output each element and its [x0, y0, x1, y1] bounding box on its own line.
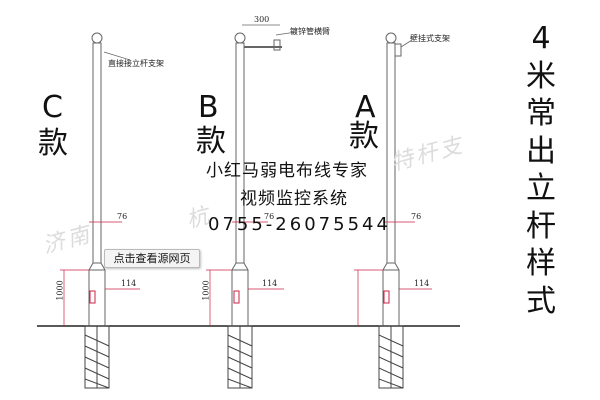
a-annotation: 壁挂式支架	[410, 34, 450, 43]
c-height-dim: 1000	[55, 280, 65, 301]
dimension-lines	[60, 221, 432, 326]
b-height-dim: 1000	[201, 280, 211, 301]
vertical-title-char: 杆	[526, 208, 556, 244]
vertical-title-char: 4	[531, 21, 551, 56]
a-annotation-leader	[400, 39, 413, 48]
b-annotation-leader	[275, 31, 297, 36]
pole-c	[84, 32, 110, 389]
vertical-title-char: 常	[526, 96, 556, 131]
pole-b	[227, 32, 282, 389]
c-annotation-leader	[103, 51, 131, 61]
c-annotation: 直接接立杆支架	[108, 59, 164, 68]
model-a-letter: A	[355, 90, 376, 125]
watermark-company: 小红马弱电布线专家	[206, 161, 368, 181]
model-b-letter: B	[198, 90, 219, 125]
vertical-title: 4 米 常 出 立 杆 样 式	[523, 20, 559, 320]
b-top-dim: 76	[264, 212, 275, 221]
vertical-title-char: 式	[526, 283, 556, 319]
pole-a	[378, 32, 404, 389]
watermark-phone: 0755-26075544	[208, 214, 391, 235]
vertical-title-char: 米	[526, 58, 556, 94]
watermark-subtitle: 视频监控系统	[240, 189, 348, 209]
vertical-title-char: 立	[526, 171, 556, 206]
a-base-dim: 114	[414, 279, 430, 288]
b-base-dim: 114	[262, 279, 278, 288]
c-top-dim: 76	[117, 212, 128, 221]
model-c-suffix: 款	[38, 126, 68, 161]
c-base-dim: 114	[121, 279, 137, 288]
model-c-letter: C	[42, 90, 63, 125]
vertical-title-char: 样	[526, 246, 556, 281]
view-source-button[interactable]: 点击查看源网页	[104, 249, 200, 268]
b-arm-length: 300	[254, 15, 270, 24]
model-b-suffix: 款	[196, 124, 226, 159]
a-top-dim: 76	[411, 212, 422, 221]
model-a-suffix: 款	[349, 119, 379, 154]
b-annotation: 镀锌管横臂	[290, 27, 330, 36]
vertical-title-char: 出	[526, 133, 556, 169]
